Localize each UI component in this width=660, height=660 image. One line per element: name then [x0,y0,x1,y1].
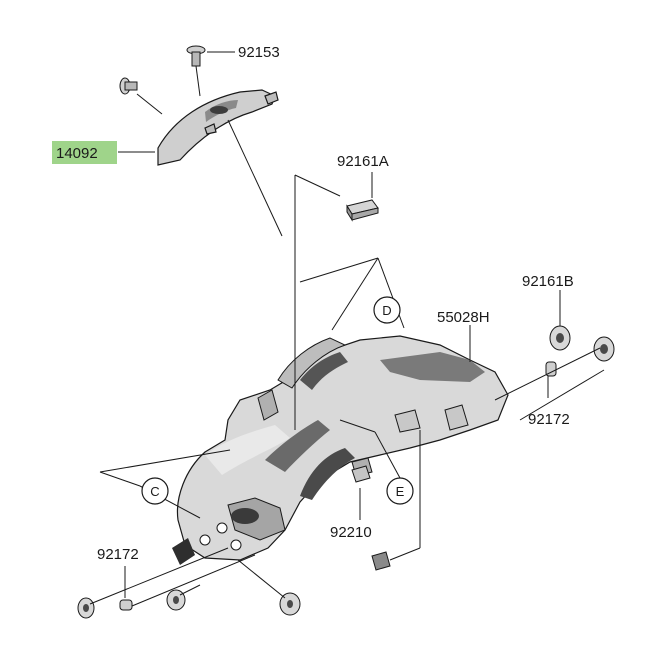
screw-92153 [186,45,206,67]
part-label-92161B: 92161B [522,273,574,290]
svg-text:C: C [150,484,159,499]
part-label-55028H: 55028H [437,309,490,326]
part-label-92161A: 92161A [337,153,389,170]
callout-c: C [141,477,169,505]
part-label-92153: 92153 [238,44,280,61]
collar-92172-right [545,361,557,377]
part-label-highlight [52,141,117,164]
part-label-92210: 92210 [330,524,372,541]
grommet-right-2 [593,336,615,362]
bolt-cover-left [119,77,138,95]
grommet-left-3 [279,592,301,616]
grommet-left-1 [77,597,95,619]
part-label-92172-left: 92172 [97,546,139,563]
clip-92161A [346,199,379,222]
part-label-14092: 14092 [56,145,98,162]
nut-92210 [351,465,371,483]
callout-d: D [373,296,401,324]
cover-panel-14092 [157,89,279,166]
part-label-92172-right: 92172 [528,411,570,428]
callout-e: E [386,477,414,505]
grommet-92161B [549,325,571,351]
svg-text:D: D [382,303,391,318]
grommet-left-2 [166,589,186,611]
svg-text:E: E [396,484,405,499]
collar-92172-left [119,599,133,611]
clip-bottom [371,551,391,571]
fairing-body-55028H [172,335,509,565]
